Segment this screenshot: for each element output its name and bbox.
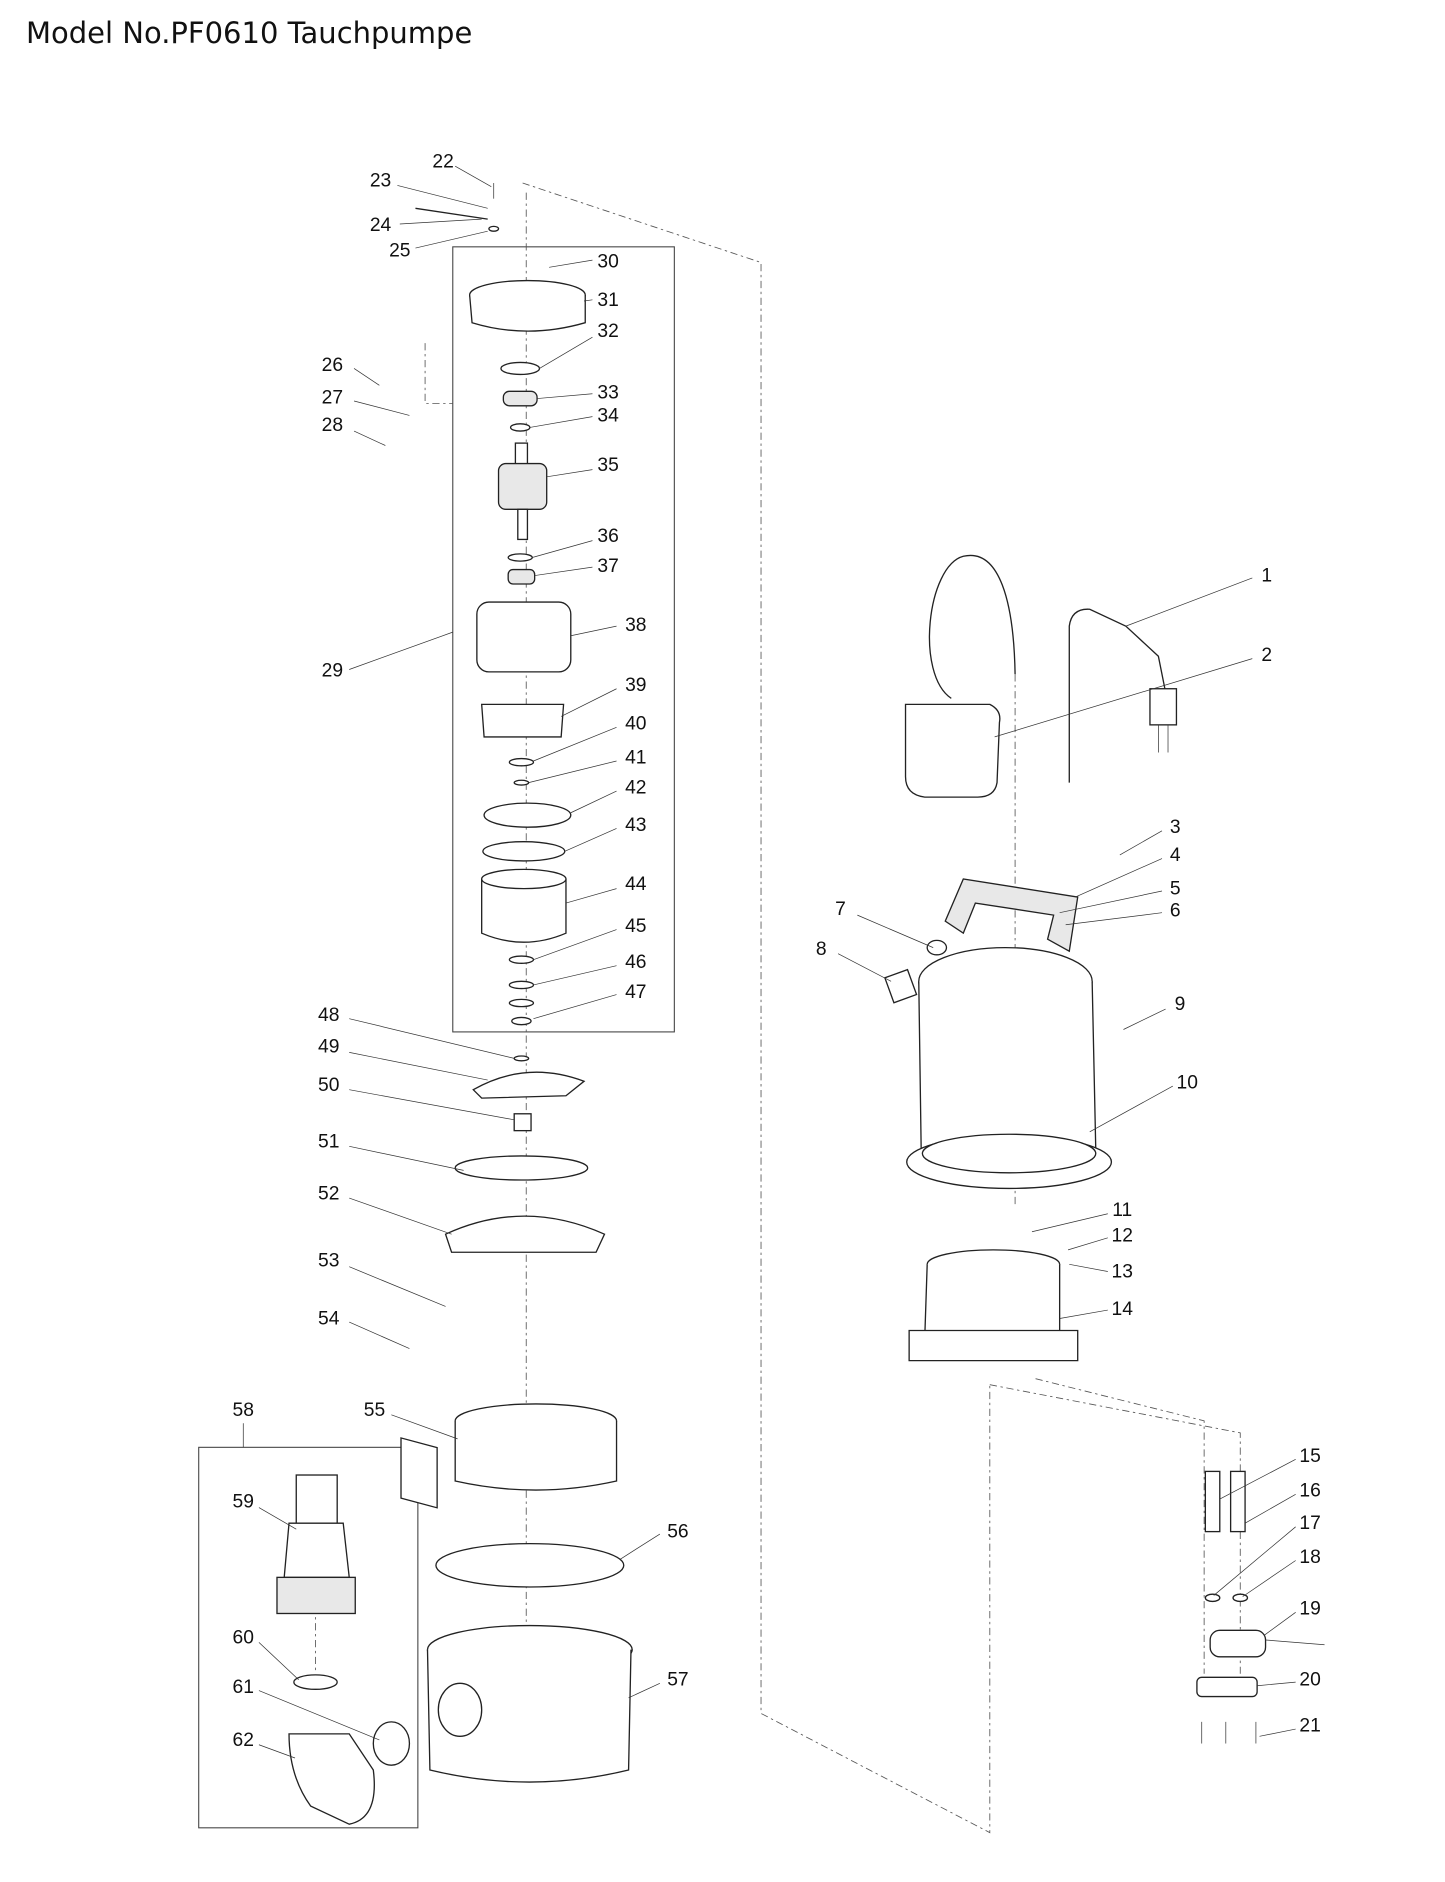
label-26: 26 <box>322 355 343 376</box>
power-cable-plug <box>1068 608 1178 783</box>
label-17: 17 <box>1299 1513 1320 1534</box>
handle <box>944 878 1079 953</box>
label-6: 6 <box>1170 900 1181 921</box>
label-11: 11 <box>1112 1200 1132 1221</box>
motor-bottom-cover <box>908 1249 1079 1362</box>
label-38: 38 <box>625 615 646 636</box>
label-43: 43 <box>625 815 646 836</box>
label-49: 49 <box>318 1036 339 1057</box>
label-59: 59 <box>233 1492 254 1513</box>
label-53: 53 <box>318 1251 339 1272</box>
page-title: Model No.PF0610 Tauchpumpe <box>26 16 473 50</box>
label-4: 4 <box>1170 845 1181 866</box>
label-25: 25 <box>389 240 410 261</box>
label-48: 48 <box>318 1005 339 1026</box>
label-24: 24 <box>370 215 392 236</box>
label-28: 28 <box>322 415 343 436</box>
label-9: 9 <box>1175 994 1186 1015</box>
label-22: 22 <box>432 151 453 172</box>
label-60: 60 <box>233 1628 254 1649</box>
label-20: 20 <box>1299 1670 1320 1691</box>
label-13: 13 <box>1112 1262 1133 1283</box>
float-switch <box>904 554 1016 798</box>
label-46: 46 <box>625 952 646 973</box>
label-58: 58 <box>233 1400 254 1421</box>
label-37: 37 <box>597 556 618 577</box>
label-2: 2 <box>1261 645 1272 666</box>
label-61: 61 <box>233 1677 254 1698</box>
label-56: 56 <box>667 1522 688 1543</box>
motor-housing <box>906 946 1113 1190</box>
label-33: 33 <box>597 383 618 404</box>
label-15: 15 <box>1299 1446 1320 1467</box>
label-29: 29 <box>322 661 343 682</box>
label-21: 21 <box>1299 1715 1320 1736</box>
label-42: 42 <box>625 777 646 798</box>
label-51: 51 <box>318 1132 339 1153</box>
label-34: 34 <box>597 405 619 426</box>
label-35: 35 <box>597 455 618 476</box>
label-7: 7 <box>835 899 846 920</box>
leader-lines <box>242 165 1296 1759</box>
label-10: 10 <box>1177 1073 1198 1094</box>
label-23: 23 <box>370 171 391 192</box>
label-5: 5 <box>1170 879 1181 900</box>
label-1: 1 <box>1261 566 1272 587</box>
label-30: 30 <box>597 251 618 272</box>
outlet-parts <box>276 1474 411 1825</box>
label-27: 27 <box>322 387 343 408</box>
label-41: 41 <box>625 747 646 768</box>
label-32: 32 <box>597 321 618 342</box>
label-31: 31 <box>597 290 618 311</box>
label-50: 50 <box>318 1075 339 1096</box>
label-55: 55 <box>364 1400 385 1421</box>
label-39: 39 <box>625 675 646 696</box>
label-57: 57 <box>667 1670 688 1691</box>
label-14: 14 <box>1112 1299 1134 1320</box>
label-16: 16 <box>1299 1481 1320 1502</box>
label-44: 44 <box>625 874 647 895</box>
cable-gland <box>884 939 948 1004</box>
label-3: 3 <box>1170 817 1181 838</box>
label-54: 54 <box>318 1309 340 1330</box>
outlet-assembly-group-box <box>198 1446 419 1829</box>
label-18: 18 <box>1299 1547 1320 1568</box>
center-parts <box>400 183 633 1783</box>
label-45: 45 <box>625 916 646 937</box>
motor-assembly-group-box <box>452 246 675 1033</box>
label-19: 19 <box>1299 1599 1320 1620</box>
label-52: 52 <box>318 1183 339 1204</box>
label-36: 36 <box>597 526 618 547</box>
part-number-labels: 1 2 3 4 5 6 7 8 9 10 11 12 13 14 15 16 1… <box>233 151 1321 1751</box>
label-8: 8 <box>816 939 827 960</box>
assembly-axis-lines <box>315 182 1241 1834</box>
label-40: 40 <box>625 714 646 735</box>
label-47: 47 <box>625 982 646 1003</box>
label-12: 12 <box>1112 1225 1133 1246</box>
capacitor-parts <box>1196 1470 1325 1744</box>
label-62: 62 <box>233 1730 254 1751</box>
